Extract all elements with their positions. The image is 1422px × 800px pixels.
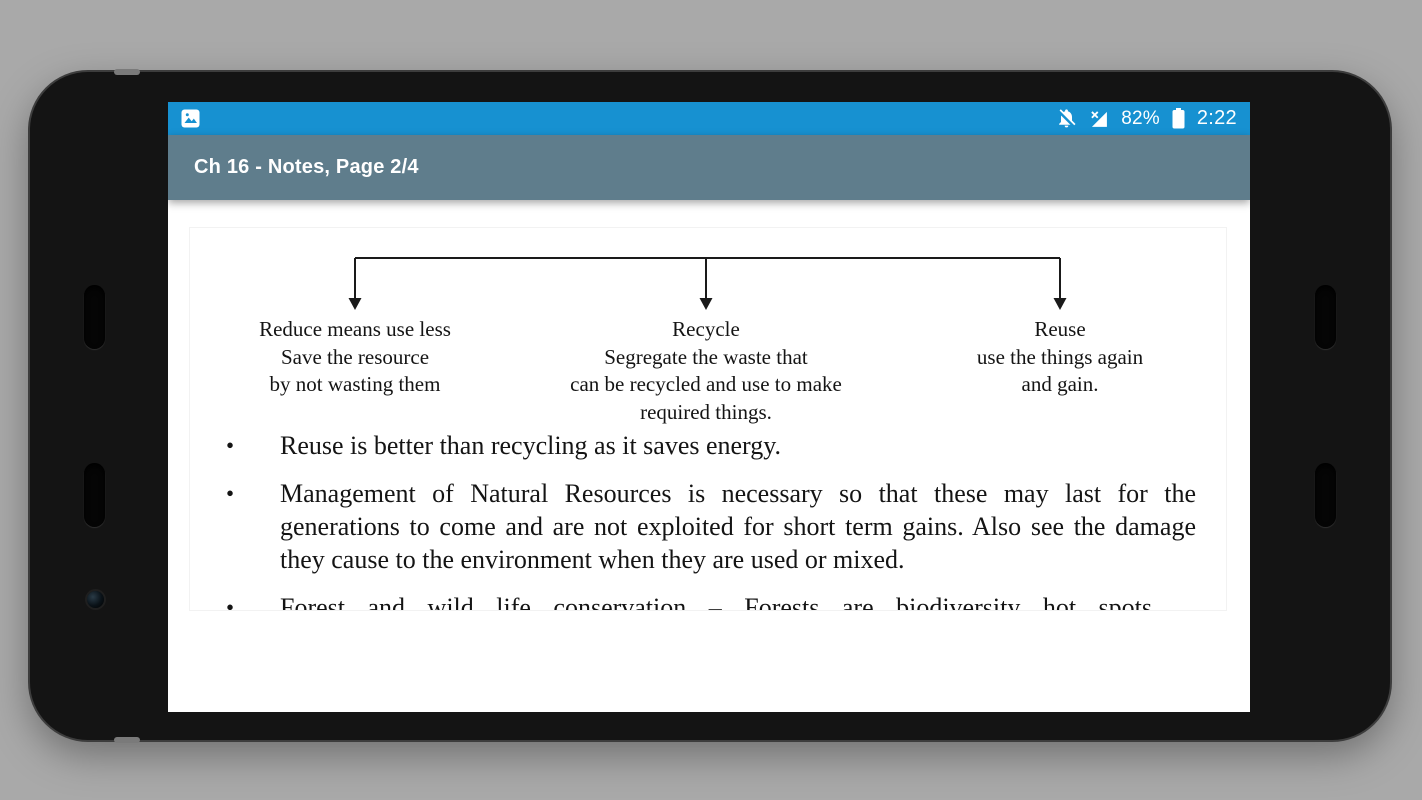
branch-line: Segregate the waste that <box>604 344 808 369</box>
flow-arrows-icon <box>348 257 1067 310</box>
branch-line: use the things again <box>976 344 1144 369</box>
bullet-marker: • <box>226 481 235 506</box>
bullet-item: • Management of Natural Resources is nec… <box>226 477 1196 576</box>
status-bar: 82% 2:22 <box>168 102 1250 135</box>
branch-line: and gain. <box>1021 372 1099 396</box>
bullet-text: Reuse is better than recycling as it sav… <box>280 431 782 460</box>
bullet-text: Management of Natural Resources is neces… <box>280 479 1196 574</box>
branch-recycle: Recycle Segregate the waste that can be … <box>570 316 842 426</box>
page-title: Ch 16 - Notes, Page 2/4 <box>194 156 419 178</box>
front-camera <box>87 591 104 608</box>
notifications-off-icon <box>1056 108 1077 129</box>
branch-reuse: Reuse use the things again and gain. <box>977 316 1143 399</box>
branch-line: Reuse <box>1034 317 1086 341</box>
bullet-text: Forest and wild life conservation – Fore… <box>280 593 1153 610</box>
branch-line: can be recycled and use to make <box>570 372 842 396</box>
network-no-internet-icon <box>1089 109 1109 129</box>
device-frame: 82% 2:22 Ch 16 - Notes, Page 2/4 <box>30 69 1390 743</box>
device-screen: 82% 2:22 Ch 16 - Notes, Page 2/4 <box>168 102 1250 712</box>
branch-line: required things. <box>640 399 772 424</box>
speaker-slot-right-bottom <box>1315 463 1336 527</box>
volume-button <box>114 737 140 743</box>
speaker-slot-left-top <box>84 285 105 349</box>
branch-reduce: Reduce means use less Save the resource … <box>259 316 451 399</box>
bullet-list: • Reuse is better than recycling as it s… <box>226 429 1196 610</box>
bullet-marker: • <box>226 433 235 458</box>
bullet-item: • Forest and wild life conservation – Fo… <box>226 591 1196 610</box>
branch-line: Recycle <box>672 317 740 341</box>
branch-line: Save the resource <box>280 344 430 369</box>
clock-text: 2:22 <box>1196 107 1237 129</box>
branch-line: by not wasting them <box>269 372 441 396</box>
bullet-item: • Reuse is better than recycling as it s… <box>226 429 1196 462</box>
power-button <box>114 69 140 75</box>
speaker-slot-right-top <box>1315 285 1336 349</box>
speaker-slot-left-bottom <box>84 463 105 527</box>
document-page: Reduce means use less Save the resource … <box>189 227 1227 611</box>
app-bar: Ch 16 - Notes, Page 2/4 <box>168 135 1250 200</box>
battery-level-text: 82% <box>1121 107 1160 129</box>
battery-icon <box>1172 108 1185 129</box>
bullet-marker: • <box>226 595 235 610</box>
photos-notification-icon <box>181 109 200 128</box>
branch-line: Reduce means use less <box>259 317 451 341</box>
notes-page-view[interactable]: Reduce means use less Save the resource … <box>168 200 1250 712</box>
